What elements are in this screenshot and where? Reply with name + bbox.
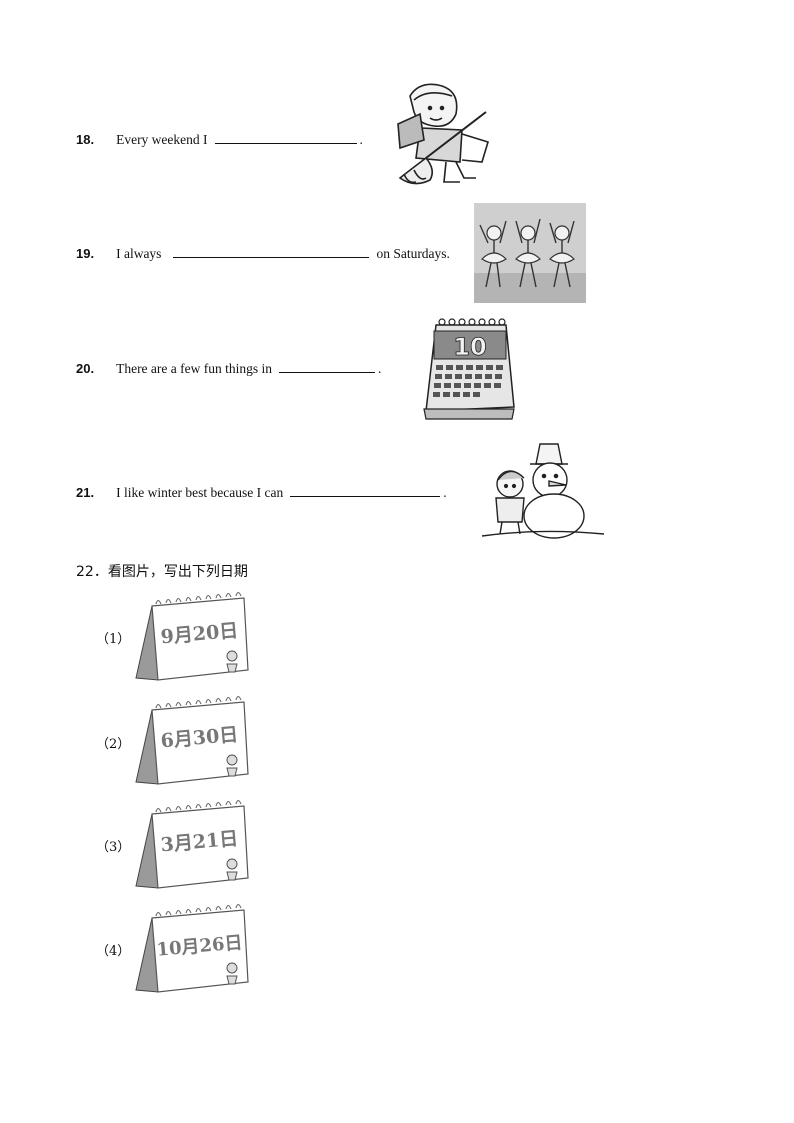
answer-blank[interactable] xyxy=(279,360,376,373)
question-22-title: 22．看图片，写出下列日期 xyxy=(76,564,248,580)
question-suffix: . xyxy=(443,485,447,500)
question-text: I always xyxy=(116,246,162,261)
question-text: Every weekend I xyxy=(116,132,208,147)
question-21: 21. I like winter best because I can . xyxy=(76,484,447,502)
mopping-boy-image xyxy=(397,83,489,185)
date-calendar-1: 9月20日 xyxy=(135,591,249,681)
answer-blank[interactable] xyxy=(214,131,357,144)
answer-blank[interactable] xyxy=(173,245,370,258)
question-number: 21. xyxy=(76,485,95,500)
question-suffix: on Saturdays. xyxy=(376,246,450,261)
question-20: 20. There are a few fun things in . xyxy=(76,360,381,378)
calendar-day-number: 10 xyxy=(453,333,486,361)
date-calendar-3: 3月21日 xyxy=(135,799,249,889)
question-18: 18. Every weekend I . xyxy=(76,131,363,149)
question-suffix: . xyxy=(378,361,382,376)
question-19: 19. I always on Saturdays. xyxy=(76,245,450,263)
item-1-label: （1） xyxy=(96,632,131,647)
date-calendar-2: 6月30日 xyxy=(135,695,249,785)
ballet-dancers-image xyxy=(474,203,586,303)
question-text: There are a few fun things in xyxy=(116,361,273,376)
date-calendar-4: 10月26日 xyxy=(135,903,249,993)
item-2-label: （2） xyxy=(96,737,131,752)
item-3-label: （3） xyxy=(96,840,131,855)
question-text: I like winter best because I can xyxy=(116,485,284,500)
item-4-label: （4） xyxy=(96,944,131,959)
answer-blank[interactable] xyxy=(290,484,441,497)
question-number: 20. xyxy=(76,361,95,376)
girl-and-snowman-image xyxy=(481,443,605,539)
question-suffix: . xyxy=(359,132,363,147)
question-number: 19. xyxy=(76,246,95,261)
question-number: 18. xyxy=(76,132,95,147)
october-calendar-image: 10 xyxy=(423,318,515,420)
